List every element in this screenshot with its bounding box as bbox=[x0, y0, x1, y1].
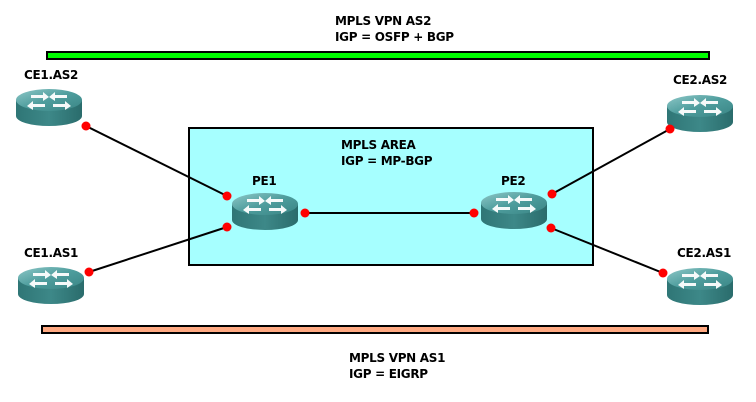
vpn-as2-title: MPLS VPN AS2 bbox=[335, 14, 432, 28]
port-pe1-a[interactable] bbox=[222, 191, 232, 201]
router-label-pe2: PE2 bbox=[501, 174, 526, 188]
router-ce2as2-icon[interactable] bbox=[667, 95, 733, 132]
vpn-as2-band bbox=[46, 51, 710, 60]
port-ce1as1[interactable] bbox=[84, 267, 94, 277]
router-label-ce1as1: CE1.AS1 bbox=[24, 246, 79, 260]
core-area-igp: IGP = MP-BGP bbox=[341, 154, 433, 168]
vpn-as2-igp: IGP = OSFP + BGP bbox=[335, 30, 454, 44]
router-pe1-icon[interactable] bbox=[232, 193, 298, 230]
link-pe2-ce2as1 bbox=[550, 227, 664, 274]
router-label-pe1: PE1 bbox=[252, 174, 277, 188]
vpn-as1-igp: IGP = EIGRP bbox=[349, 367, 428, 381]
port-pe1-b[interactable] bbox=[222, 222, 232, 232]
router-pe2-icon[interactable] bbox=[481, 192, 547, 229]
router-ce1as2-icon[interactable] bbox=[16, 89, 82, 126]
vpn-as1-title: MPLS VPN AS1 bbox=[349, 351, 446, 365]
port-pe2-a[interactable] bbox=[469, 208, 479, 218]
router-label-ce2as2: CE2.AS2 bbox=[673, 73, 728, 87]
router-label-ce2as1: CE2.AS1 bbox=[677, 246, 732, 260]
vpn-as1-band bbox=[41, 325, 709, 334]
router-ce2as1-icon[interactable] bbox=[667, 268, 733, 305]
port-ce2as1[interactable] bbox=[658, 268, 668, 278]
port-pe1-c[interactable] bbox=[300, 208, 310, 218]
link-pe2-ce2as2 bbox=[551, 128, 671, 195]
port-ce1as2[interactable] bbox=[81, 121, 91, 131]
router-ce1as1-icon[interactable] bbox=[18, 267, 84, 304]
core-area-title: MPLS AREA bbox=[341, 138, 416, 152]
port-ce2as2[interactable] bbox=[665, 124, 675, 134]
port-pe2-c[interactable] bbox=[546, 223, 556, 233]
link-ce1as2-pe1 bbox=[85, 125, 228, 197]
link-ce1as1-pe1 bbox=[88, 226, 228, 273]
router-label-ce1as2: CE1.AS2 bbox=[24, 68, 79, 82]
port-pe2-b[interactable] bbox=[547, 189, 557, 199]
